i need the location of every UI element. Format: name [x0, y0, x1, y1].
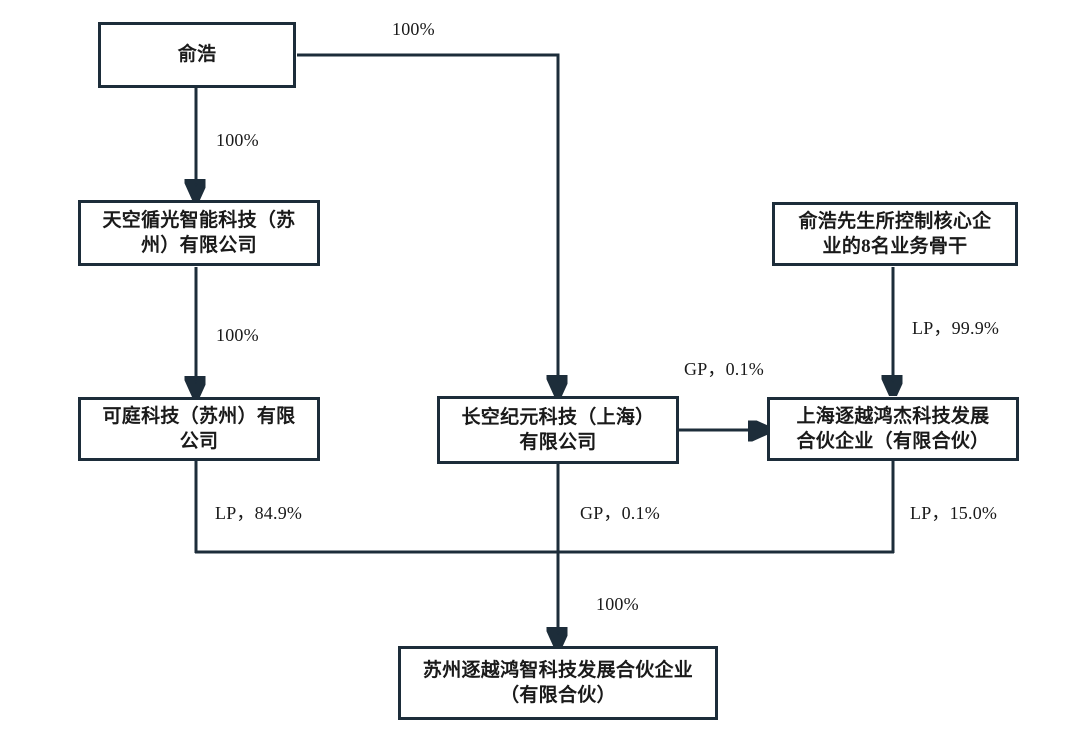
node-yuhao[interactable]: 俞浩 — [98, 22, 296, 88]
node-gugan-label: 俞浩先生所控制核心企 业的8名业务骨干 — [798, 210, 992, 257]
node-keting-label: 可庭科技（苏州）有限 公司 — [102, 405, 296, 452]
edge-label-changkong-suzhou: GP，0.1% — [580, 503, 660, 523]
node-yuhao-label: 俞浩 — [177, 44, 217, 66]
node-keting[interactable]: 可庭科技（苏州）有限 公司 — [78, 397, 320, 461]
wire-yuhao-to-changkong — [297, 53, 558, 392]
edge-label-shanghai-suzhou: LP，15.0% — [910, 503, 998, 523]
edge-label-junction-suzhou: 100% — [596, 594, 639, 614]
node-suzhou-zhuyue-hongzhi-label: 苏州逐越鸿智科技发展合伙企业 （有限合伙） — [422, 659, 694, 706]
edge-label-changkong-shanghai: GP，0.1% — [684, 359, 764, 379]
node-changkong-label: 长空纪元科技（上海） 有限公司 — [461, 406, 655, 453]
node-shanghai-zhuyue-hongjie-label: 上海逐越鸿杰科技发展 合伙企业（有限合伙） — [796, 405, 990, 452]
node-gugan[interactable]: 俞浩先生所控制核心企 业的8名业务骨干 — [772, 202, 1018, 266]
edge-label-keting-suzhou: LP，84.9% — [215, 503, 303, 523]
node-tiankong[interactable]: 天空循光智能科技（苏 州）有限公司 — [78, 200, 320, 266]
node-tiankong-label: 天空循光智能科技（苏 州）有限公司 — [102, 209, 296, 256]
edge-label-yuhao-tiankong: 100% — [216, 130, 259, 150]
edge-label-yuhao-changkong: 100% — [392, 19, 435, 39]
node-shanghai-zhuyue-hongjie[interactable]: 上海逐越鸿杰科技发展 合伙企业（有限合伙） — [767, 397, 1019, 461]
node-changkong[interactable]: 长空纪元科技（上海） 有限公司 — [437, 396, 679, 464]
node-suzhou-zhuyue-hongzhi[interactable]: 苏州逐越鸿智科技发展合伙企业 （有限合伙） — [398, 646, 718, 720]
edge-label-gugan-shanghai: LP，99.9% — [912, 318, 1000, 338]
edge-label-tiankong-keting: 100% — [216, 325, 259, 345]
